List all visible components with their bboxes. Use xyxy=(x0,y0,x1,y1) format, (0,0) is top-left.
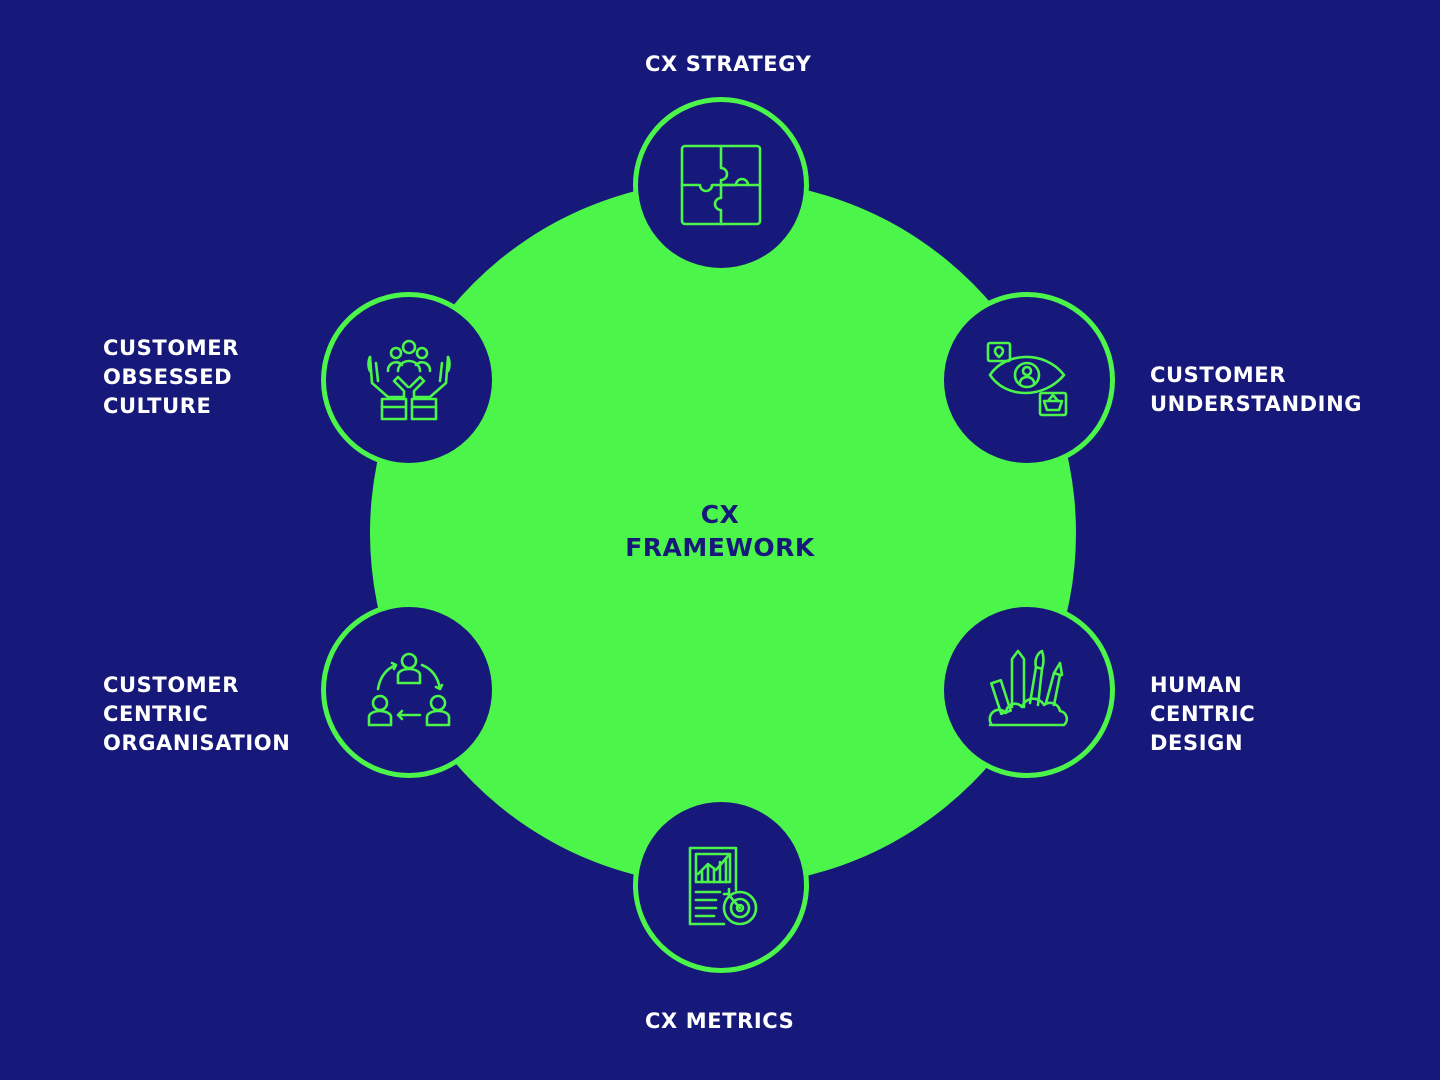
label-line: CUSTOMER xyxy=(103,336,239,360)
center-title: CX FRAMEWORK xyxy=(520,498,920,564)
node-cx-metrics xyxy=(633,797,809,973)
label-line: CULTURE xyxy=(103,394,212,418)
label-line: CX STRATEGY xyxy=(645,52,812,76)
label-line: DESIGN xyxy=(1150,731,1244,755)
node-customer-understanding xyxy=(939,292,1115,468)
label-line: UNDERSTANDING xyxy=(1150,392,1363,416)
label-cx-metrics: CX METRICS xyxy=(645,1007,794,1036)
report-target-icon xyxy=(688,846,758,926)
design-tools-icon xyxy=(988,649,1069,727)
center-title-line-2: FRAMEWORK xyxy=(625,533,815,562)
label-customer-understanding: CUSTOMER UNDERSTANDING xyxy=(1150,361,1362,419)
hands-people-icon xyxy=(367,339,451,421)
node-human-centric-design xyxy=(939,602,1115,778)
label-line: CENTRIC xyxy=(103,702,209,726)
framework-hub-circle xyxy=(370,180,1076,886)
label-line: CUSTOMER xyxy=(1150,363,1286,387)
label-line: CENTRIC xyxy=(1150,702,1256,726)
label-customer-obsessed-culture: CUSTOMER OBSESSED CULTURE xyxy=(103,334,239,421)
center-title-line-1: CX xyxy=(700,500,740,529)
people-cycle-icon xyxy=(367,652,451,727)
puzzle-icon xyxy=(680,144,762,226)
node-cx-strategy xyxy=(633,97,809,273)
label-line: OBSESSED xyxy=(103,365,233,389)
label-line: CX METRICS xyxy=(645,1009,795,1033)
label-cx-strategy: CX STRATEGY xyxy=(645,50,811,79)
label-line: HUMAN xyxy=(1150,673,1243,697)
node-customer-obsessed-culture xyxy=(321,292,497,468)
label-customer-centric-organisation: CUSTOMER CENTRIC ORGANISATION xyxy=(103,671,290,758)
label-line: CUSTOMER xyxy=(103,673,239,697)
eye-customer-icon xyxy=(986,341,1068,417)
node-customer-centric-organisation xyxy=(321,602,497,778)
label-line: ORGANISATION xyxy=(103,731,291,755)
label-human-centric-design: HUMAN CENTRIC DESIGN xyxy=(1150,671,1255,758)
